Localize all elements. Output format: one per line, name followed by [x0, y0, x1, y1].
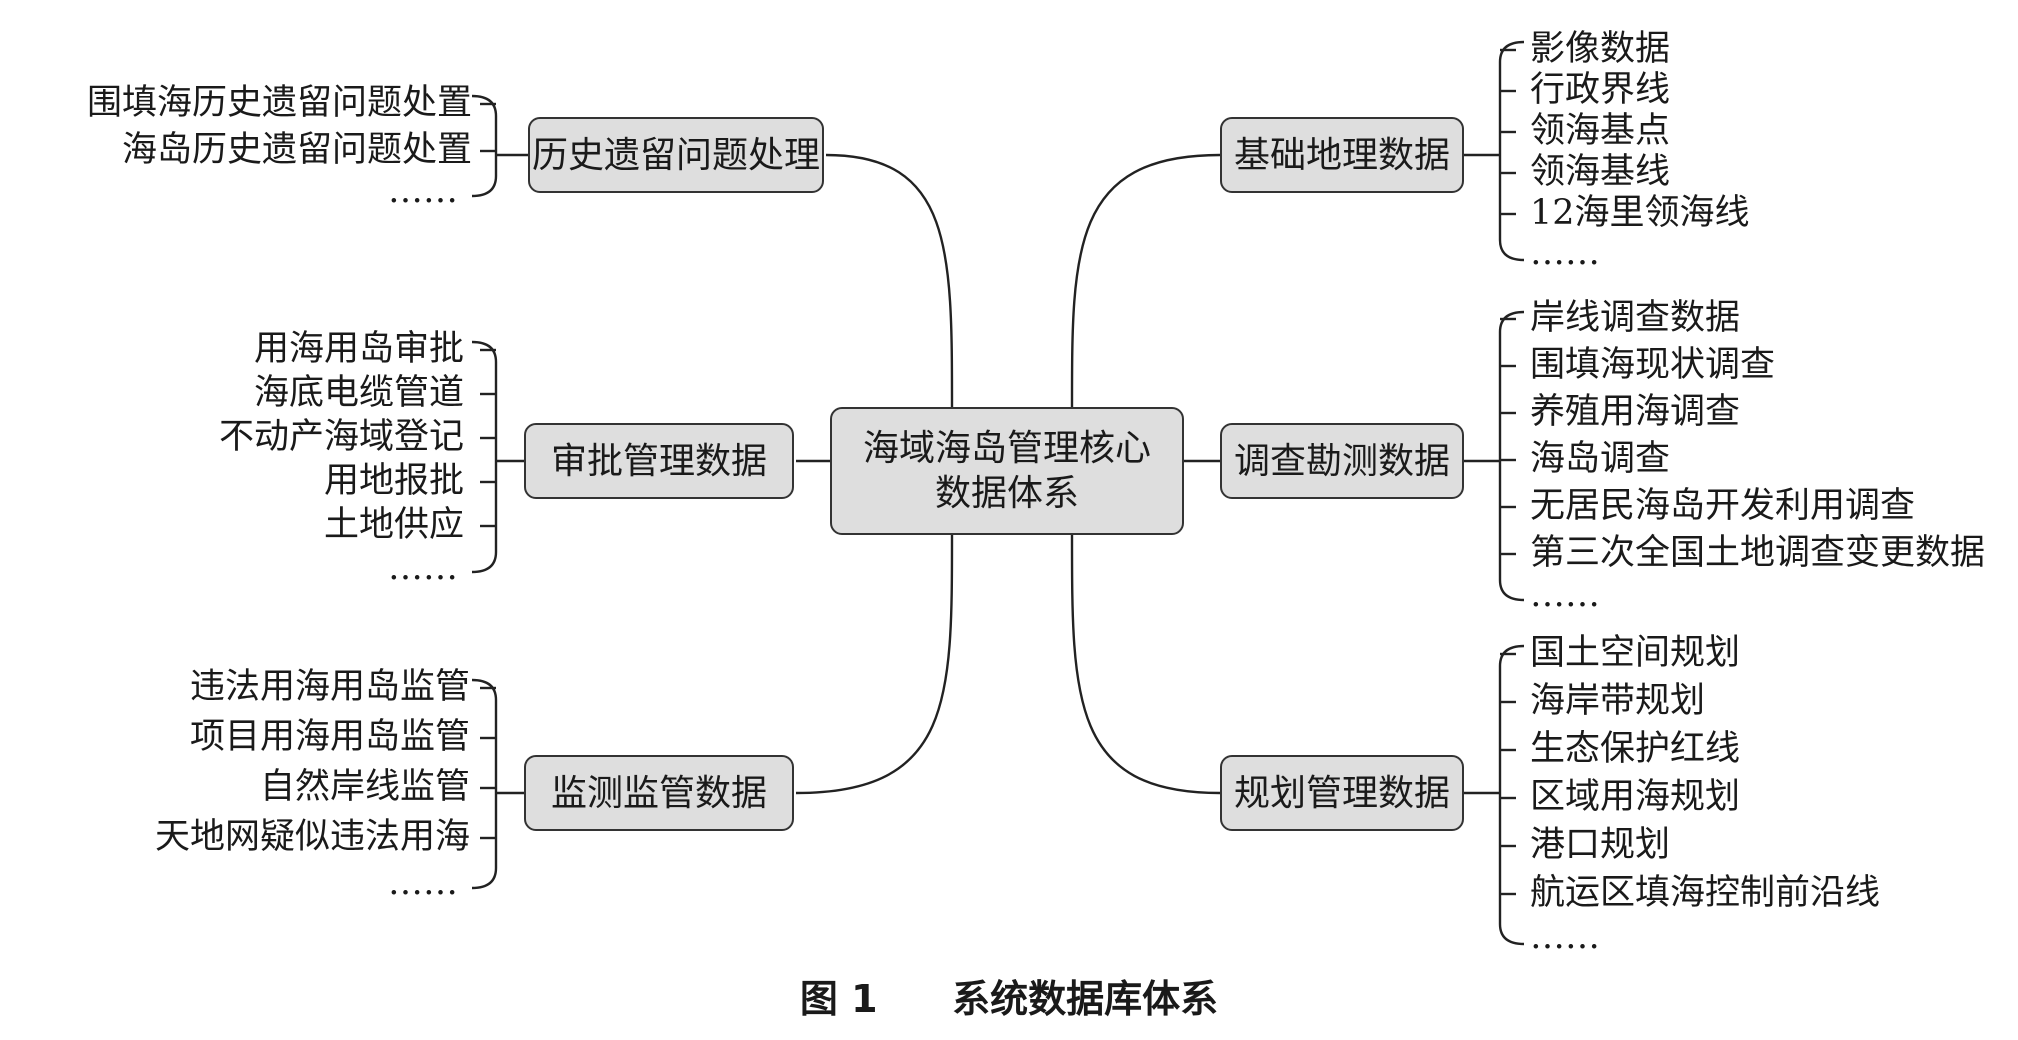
leaf-item: 区域用海规划 [1530, 777, 1741, 817]
category-planning: 规划管理数据 [1220, 755, 1464, 831]
leaf-item: 12海里领海线 [1530, 193, 1750, 233]
leaf-item: …… [1530, 233, 1600, 273]
leaf-item: 海岸带规划 [1530, 681, 1706, 721]
leaf-item: 航运区填海控制前沿线 [1530, 873, 1881, 913]
leaf-item: …… [388, 548, 458, 588]
bracket-history-spine [471, 94, 498, 198]
leaf-item: 海底电缆管道 [253, 373, 464, 413]
bracket-survey-spine [1498, 310, 1525, 602]
leaf-item: 影像数据 [1530, 29, 1671, 69]
leaf-item: 岸线调查数据 [1530, 298, 1741, 338]
center-node-line1: 海域海岛管理核心 [862, 428, 1151, 469]
figure-caption: 图 1 系统数据库体系 [0, 968, 2018, 1023]
leaf-item: 领海基线 [1530, 152, 1671, 192]
category-basic-geo: 基础地理数据 [1220, 117, 1464, 193]
leaf-item: …… [1530, 575, 1600, 615]
center-node: 海域海岛管理核心 数据体系 [830, 407, 1184, 535]
leaf-item: 国土空间规划 [1530, 633, 1741, 673]
leaf-item: 港口规划 [1530, 825, 1671, 865]
leaf-item: 无居民海岛开发利用调查 [1530, 486, 1916, 526]
leaf-item: 养殖用海调查 [1530, 392, 1741, 432]
leaf-item: 土地供应 [323, 505, 464, 545]
connector-center-to-basic-geo [1070, 153, 1221, 408]
center-node-line2: 数据体系 [934, 473, 1079, 514]
leaf-item: 海岛历史遗留问题处置 [121, 130, 472, 170]
connector-center-to-monitoring [795, 534, 954, 795]
leaf-item: 天地网疑似违法用海 [154, 817, 470, 857]
leaf-item: …… [388, 863, 458, 903]
leaf-item: 围填海现状调查 [1530, 345, 1776, 385]
connector-center-to-planning [1070, 534, 1221, 795]
bracket-planning-spine [1498, 644, 1525, 946]
bracket-basic-geo-spine [1498, 40, 1525, 262]
leaf-item: 行政界线 [1530, 70, 1671, 110]
bracket-monitoring-spine [471, 678, 498, 890]
leaf-item: 第三次全国土地调查变更数据 [1530, 533, 1986, 573]
leaf-item: …… [1530, 917, 1600, 957]
leaf-item: 领海基点 [1530, 111, 1671, 151]
leaf-item: …… [388, 171, 458, 211]
leaf-item: 海岛调查 [1530, 439, 1671, 479]
leaf-item: 违法用海用岛监管 [189, 667, 470, 707]
figure-number: 图 1 [799, 977, 878, 1021]
category-monitoring: 监测监管数据 [524, 755, 794, 831]
leaf-item: 用地报批 [323, 461, 464, 501]
leaf-item: 生态保护红线 [1530, 729, 1741, 769]
leaf-item: 项目用海用岛监管 [189, 717, 470, 757]
connector-center-to-history [825, 153, 954, 408]
leaf-item: 自然岸线监管 [259, 767, 470, 807]
category-history: 历史遗留问题处理 [528, 117, 824, 193]
leaf-item: 用海用岛审批 [253, 329, 464, 369]
leaf-item: 不动产海域登记 [218, 417, 464, 457]
leaf-item: 围填海历史遗留问题处置 [86, 83, 472, 123]
category-approval: 审批管理数据 [524, 423, 794, 499]
figure-title: 系统数据库体系 [952, 977, 1219, 1021]
bracket-approval-spine [471, 340, 498, 574]
category-survey: 调查勘测数据 [1220, 423, 1464, 499]
